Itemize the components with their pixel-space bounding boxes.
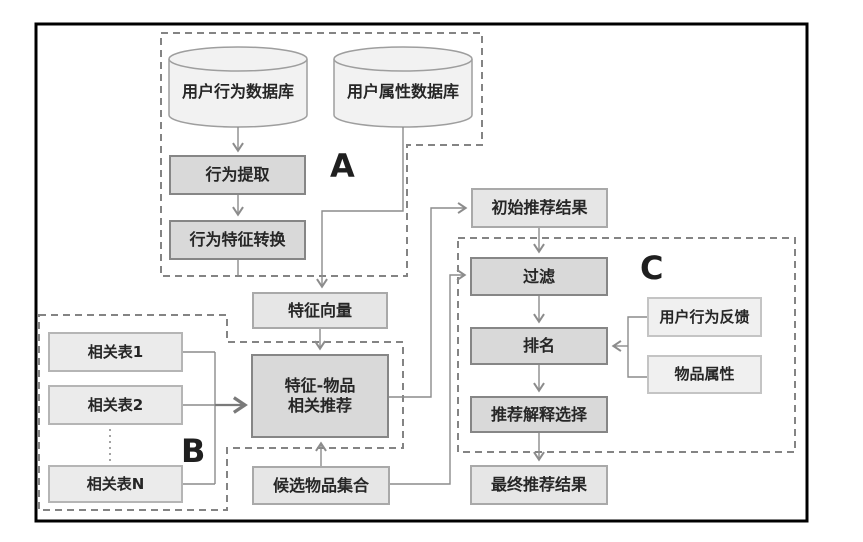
edge-attribute-db-to-feature-vector [316,127,404,289]
node-filter: 过滤 [470,257,608,296]
node-feature-vector: 特征向量 [252,292,388,329]
node-ranking: 排名 [470,327,608,365]
node-feature-item-recommendation: 特征-物品 相关推荐 [251,354,389,438]
node-related-table-n: 相关表N [48,465,183,503]
edge-feedback-attribute-bracket [627,316,647,378]
edge-related-tables-merge [183,351,216,485]
edge-candidate-set-to-filter [390,269,467,485]
section-label-b: B [181,432,206,470]
node-item-attribute: 物品属性 [647,355,762,394]
outer-border [34,22,809,523]
node-user-behavior-db: 用户行为数据库 [181,82,294,101]
group-c-outline [457,237,796,453]
group-a-outline [160,32,483,277]
node-candidate-item-set: 候选物品集合 [252,466,390,505]
node-final-recommendation-result: 最终推荐结果 [470,465,608,505]
node-recommendation-explanation-selection: 推荐解释选择 [470,396,608,433]
group-b-outline [38,314,404,511]
node-initial-recommendation-result: 初始推荐结果 [471,188,608,228]
node-related-table-1: 相关表1 [48,332,183,372]
node-user-behavior-feedback: 用户行为反馈 [647,297,762,337]
section-label-c: C [640,249,664,287]
edge-feature-item-rec-to-initial-result [389,202,468,398]
node-related-table-2: 相关表2 [48,385,183,425]
user-attribute-db-cylinder-icon [333,46,473,128]
feature-item-recommendation-line1: 特征-物品 [284,376,356,395]
node-behavior-extraction: 行为提取 [169,155,306,195]
feature-item-recommendation-line2: 相关推荐 [287,396,352,415]
node-user-attribute-db: 用户属性数据库 [346,82,459,101]
section-label-a: A [330,147,355,185]
node-behavior-feature-conversion: 行为特征转换 [169,220,306,260]
